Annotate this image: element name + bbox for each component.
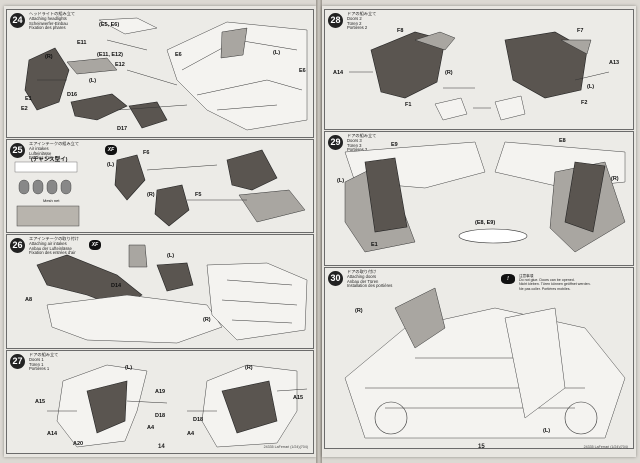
part-label: (R) [203,317,211,323]
step-header: ヘッドライトの組み立て Attaching headlights Scheinw… [29,11,76,31]
part-label: F7 [577,28,584,34]
part-label: E12 [115,62,125,68]
step-30: 30 ドアの取り付け Attaching doors Anbau der Tür… [324,267,634,449]
page-number-right: 15 [478,444,485,450]
part-label: E1 [371,242,378,248]
air-intake-diagram [14,149,306,227]
paint-icon: XF [89,240,101,250]
part-label: (E11, E12) [97,52,123,58]
step-note: 注意事項 Do not glue. Doors can be opened. N… [519,274,591,291]
part-label: (E8, E9) [475,220,496,226]
part-label: D18 [193,417,204,423]
step-header: ドアの組み立て Doors 3 Türen 3 Portières 3 [347,133,377,153]
step-header: エアインテークの組み立て Air intakes Lufteinlässe En… [29,141,80,161]
step-29: 29 ドアの組み立て Doors 3 Türen 3 Portières 3 E… [324,131,634,266]
step-header: ドアの取り付け Attaching doors Anbau der Türen … [347,269,393,289]
step-number: 26 [10,238,25,253]
part-label: A14 [333,70,344,76]
step-header: ドアの組み立て Doors 2 Türen 2 Portières 2 [347,11,377,31]
part-label: (R) [355,308,363,314]
part-label: E1 [25,96,32,102]
book-gutter [316,0,322,463]
step-number: 27 [10,354,25,369]
part-label: F6 [143,150,150,156]
part-label: (L) [337,178,345,184]
part-label: F2 [581,100,588,106]
part-label: E6 [175,52,182,58]
part-label: (R) [445,70,453,76]
part-label: E2 [21,106,28,112]
caution-icon: ! [501,274,515,284]
part-label: F1 [405,102,412,108]
step-27: 27 ドアの組み立て Doors 1 Türen 1 Portières 1 (… [6,350,314,454]
attach-doors-diagram [344,287,626,439]
step-number: 25 [10,143,25,158]
part-label: (L) [125,365,133,371]
part-label: (R) [611,176,619,182]
step-24: 24 ヘッドライトの組み立て Attaching headlights Sche… [6,9,314,138]
step-number: 29 [328,135,343,150]
part-label: E11 [77,40,87,46]
step-header: エアインテークの取り付け Attaching air intakes Anbau… [29,236,80,256]
step-28: 28 ドアの組み立て Doors 2 Türen 2 Portières 2 F… [324,9,634,130]
part-label: A20 [73,441,84,447]
part-label: D16 [67,92,78,98]
left-page: 24 ヘッドライトの組み立て Attaching headlights Sche… [4,6,316,457]
part-label: (E5, E6) [99,22,120,28]
part-label: F8 [397,28,404,34]
part-label: Mesh net [43,198,60,203]
doors-1-diagram [47,364,308,448]
step-header: ドアの組み立て Doors 1 Türen 1 Portières 1 [29,352,59,372]
part-label: D18 [155,413,166,419]
footnote-left: 24335 LaFerrari (1/24)(704) [263,445,308,449]
doors-2-diagram [349,31,610,121]
part-label: (R) [45,54,53,60]
headlight-diagram [24,17,308,131]
page-number-left: 14 [158,444,165,450]
part-label: (L) [587,84,595,90]
part-label: A4 [147,425,155,431]
part-label: (R) [245,365,253,371]
part-label: (チャンス型イ) [31,157,68,163]
part-label: A19 [155,389,166,395]
part-label: A4 [187,431,195,437]
part-label: E8 [559,138,566,144]
step-number: 30 [328,271,343,286]
part-label: (L) [273,50,281,56]
step-number: 24 [10,13,25,28]
part-label: (R) [147,192,155,198]
doors-3-diagram [344,141,626,253]
footnote-right: 24335 LaFerrari (1/24)(704) [583,445,628,449]
part-label: A8 [25,297,33,303]
part-label: D14 [111,283,122,289]
part-label: A15 [293,395,304,401]
part-label: (L) [543,428,551,434]
part-label: A13 [609,60,620,66]
part-label: A14 [47,431,58,437]
paint-icon: XF [105,145,117,155]
part-label: (L) [167,253,175,259]
part-label: F5 [195,192,202,198]
step-26: 26 エアインテークの取り付け Attaching air intakes An… [6,234,314,349]
part-label: A15 [35,399,46,405]
right-page: 28 ドアの組み立て Doors 2 Türen 2 Portières 2 F… [322,6,636,457]
part-label: D17 [117,126,128,132]
attach-intake-diagram [36,244,308,344]
step-25: 25 エアインテークの組み立て Air intakes Lufteinlässe… [6,139,314,233]
part-label: (L) [107,162,115,168]
step-number: 28 [328,13,343,28]
part-label: E9 [391,142,398,148]
part-label: (L) [89,78,97,84]
part-label: E6 [299,68,306,74]
